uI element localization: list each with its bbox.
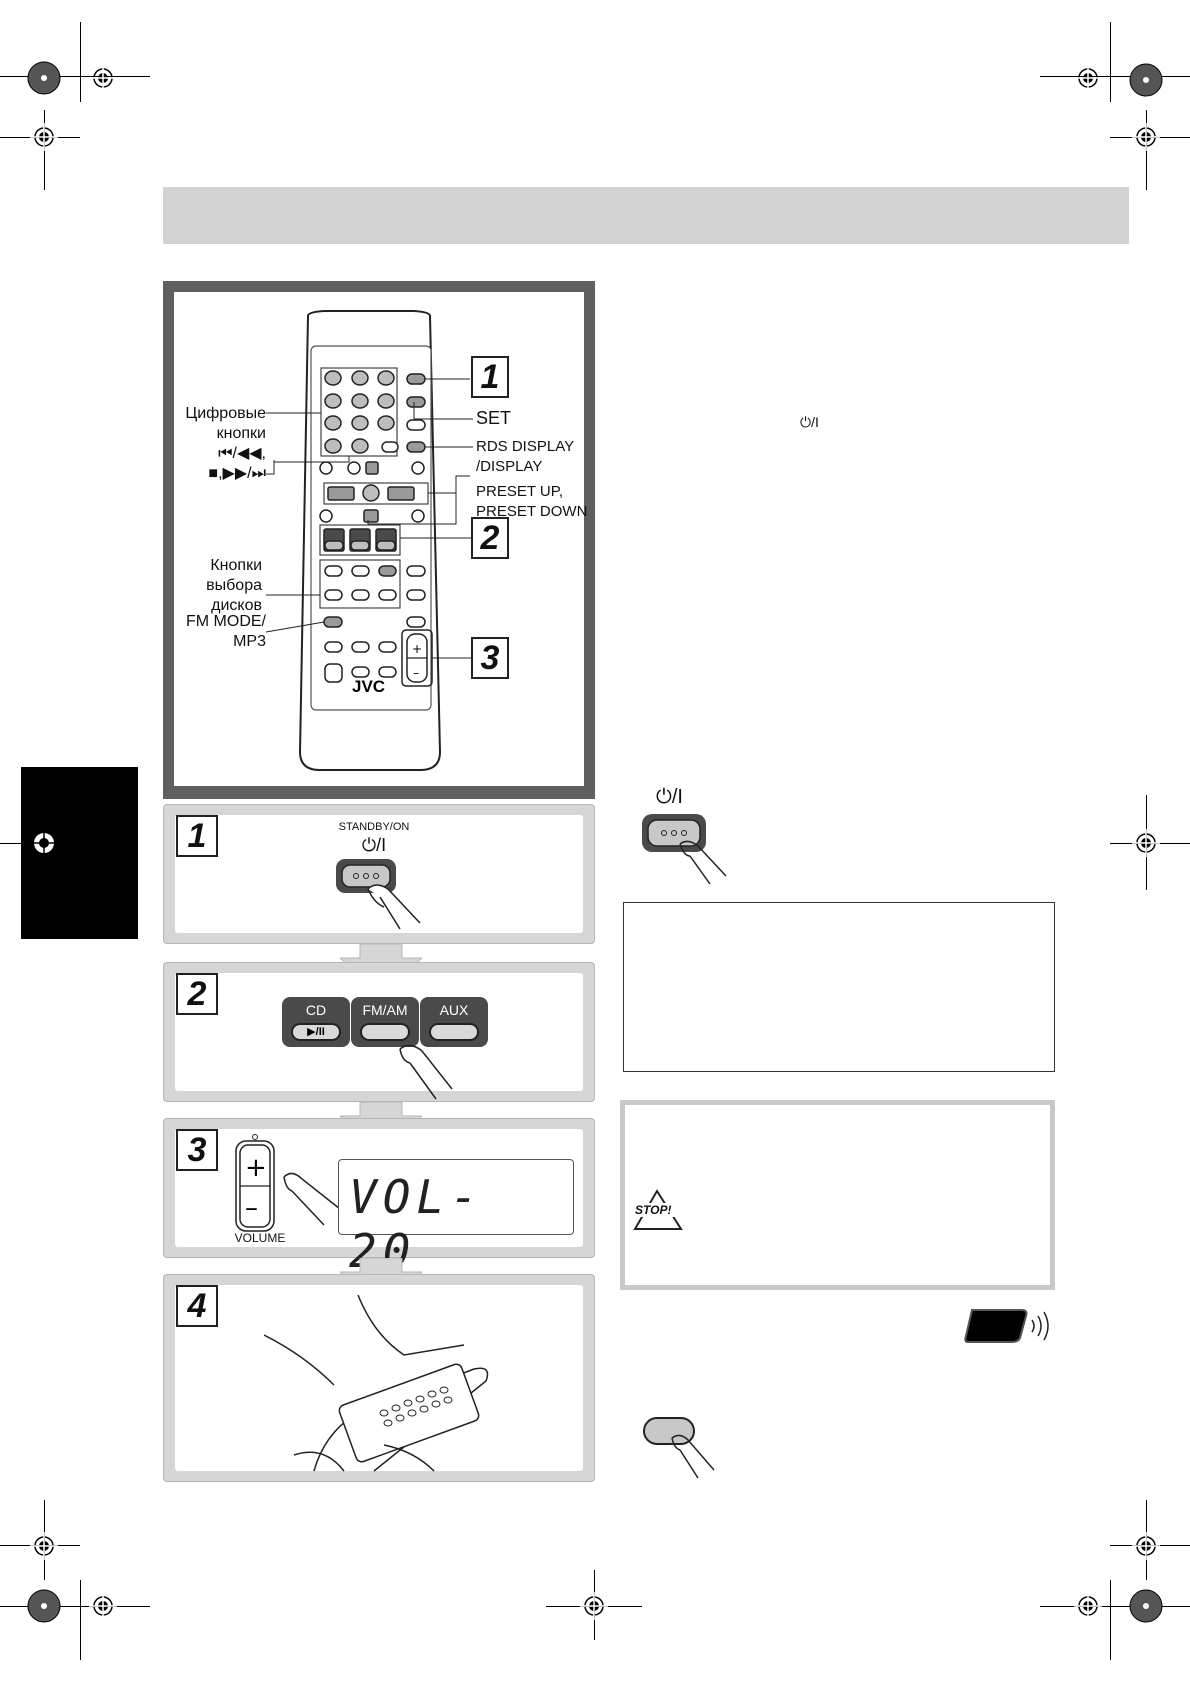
label-preset-up: PRESET UP, [476,483,563,500]
inline-power-symbol: ⏻/I [800,414,819,430]
caution-box: STOP! [620,1100,1055,1290]
label-rds-display: RDS DISPLAY [476,438,575,455]
language-side-tab [21,767,138,939]
remote-step-marker-1: 1 [471,356,509,398]
remote-step-marker-2: 2 [471,517,509,559]
info-note-box [623,902,1055,1072]
remote-control-panel: + – JVC Цифровые кнопки ⏮/◀ [163,281,595,799]
remote-only-badge-icon [964,1309,1049,1343]
label-disc-buttons-1: Кнопки [210,557,262,574]
remote-step-marker-3: 3 [471,637,509,679]
finger-press-icon [399,1044,453,1100]
label-skip-rew: ⏮/◀◀, [218,445,266,462]
label-disc-buttons-3: дисков [211,597,262,614]
standby-button-press-icon [336,859,421,930]
hands-opening-remote-cover-icon [264,1295,489,1472]
label-disc-buttons-2: выбора [206,577,262,594]
stop-warning-icon [633,1189,683,1230]
stop-badge-text: STOP! [635,1203,672,1217]
remote-control-panel-inner: + – JVC Цифровые кнопки ⏮/◀ [174,292,588,786]
svg-text:–: – [413,666,419,680]
step-4-number: 4 [176,1285,218,1327]
label-fm-mode: FM MODE/ [186,613,266,630]
volume-display: VOL- 20 [338,1159,574,1278]
label-digit-buttons-2: кнопки [216,425,266,442]
step-3-number: 3 [176,1129,218,1171]
remote-control-drawing: + – JVC [265,310,473,771]
cd-button-label: CD [305,1002,327,1018]
power-button-press-icon [642,814,727,884]
power-button-symbol: ⏻/I [656,786,683,808]
svg-text:+: + [245,1153,267,1183]
label-preset-down: PRESET DOWN [476,503,588,520]
step-4-panel: 4 [163,1274,595,1482]
fm-am-button-label: FM/AM [362,1002,408,1018]
label-set: SET [476,408,512,428]
standby-power-symbol: ⏻/I [361,835,387,855]
standby-on-label: STANDBY/ON [338,821,410,833]
volume-label: VOLUME [234,1231,286,1245]
svg-text:+: + [412,642,422,656]
cd-button[interactable]: CD ▶/II [282,997,350,1047]
label-display: /DISPLAY [476,458,543,475]
side-tab-target-icon [31,830,57,856]
label-digit-buttons-1: Цифровые [185,405,266,422]
aux-button-label: AUX [439,1002,469,1018]
generic-button-press-icon [643,1417,715,1479]
step-2-panel: 2 CD ▶/II FM/AM AUX [163,962,595,1102]
step-1-panel: 1 STANDBY/ON ⏻/I [163,804,595,944]
remote-brand-logo: JVC [352,677,385,696]
svg-text:–: – [245,1193,258,1223]
label-mp3: MP3 [233,633,266,650]
fm-am-button[interactable]: FM/AM [351,997,419,1047]
step-3-panel: 3 + – VOLUME VOL- 20 [163,1118,595,1278]
volume-rocker-icon[interactable]: + – [232,1133,342,1243]
step-1-number: 1 [176,815,218,857]
cd-play-pause-pill: ▶/II [291,1023,341,1041]
step-2-number: 2 [176,973,218,1015]
label-stop-ff: ■,▶▶/⏭ [208,465,266,482]
aux-button[interactable]: AUX [420,997,488,1047]
section-header-band [163,187,1129,244]
